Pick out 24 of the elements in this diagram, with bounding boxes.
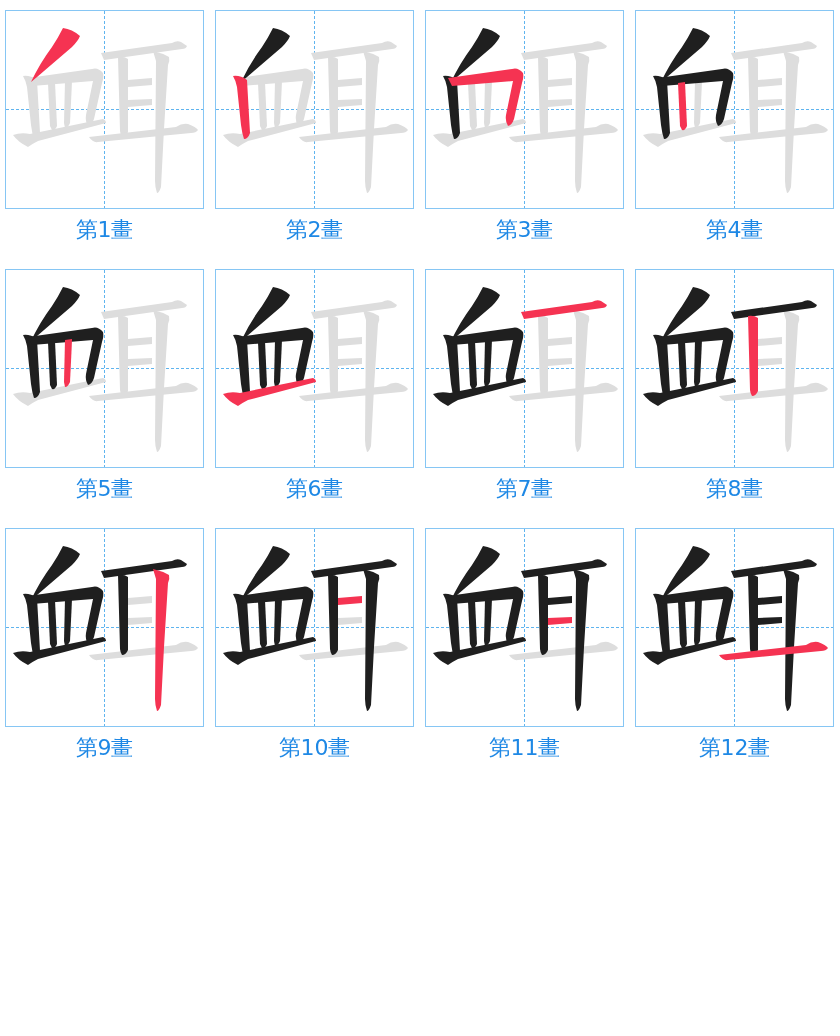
step-caption: 第3畫: [495, 216, 554, 244]
stroke-order-panel: [215, 269, 414, 468]
step-caption: 第6畫: [285, 475, 344, 503]
stroke-order-panel: [215, 528, 414, 727]
step-caption: 第9畫: [75, 734, 134, 762]
step-caption: 第11畫: [488, 734, 561, 762]
step-caption: 第8畫: [705, 475, 764, 503]
stroke-order-panel: [425, 269, 624, 468]
step-caption: 第4畫: [705, 216, 764, 244]
step-caption: 第1畫: [75, 216, 134, 244]
stroke-order-panel: [5, 269, 204, 468]
stroke-order-panel: [5, 10, 204, 209]
step-caption: 第10畫: [278, 734, 351, 762]
stroke-order-panel: [425, 10, 624, 209]
step-caption: 第7畫: [495, 475, 554, 503]
step-caption: 第12畫: [698, 734, 771, 762]
step-caption: 第2畫: [285, 216, 344, 244]
stroke-order-panel: [635, 269, 834, 468]
stroke-order-panel: [635, 10, 834, 209]
stroke-order-panel: [215, 10, 414, 209]
stroke-order-panel: [635, 528, 834, 727]
step-caption: 第5畫: [75, 475, 134, 503]
stroke-order-panel: [5, 528, 204, 727]
stroke-order-panel: [425, 528, 624, 727]
